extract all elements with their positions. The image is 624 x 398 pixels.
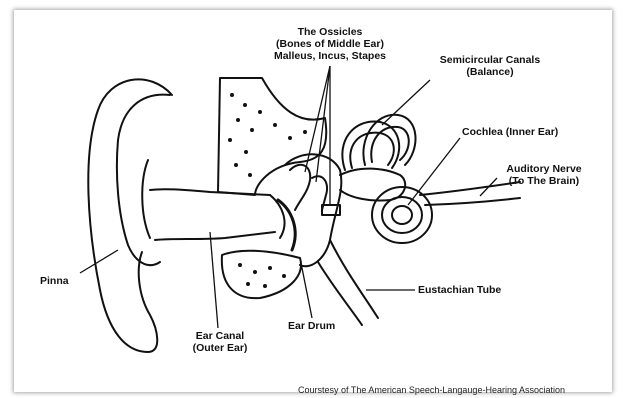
- pinna-label: Pinna: [40, 275, 69, 287]
- auditory-nerve-subtitle: (To The Brain): [494, 175, 594, 187]
- semicircular-canals-subtitle: (Balance): [430, 66, 550, 78]
- ossicles-title: The Ossicles: [270, 26, 390, 38]
- bone-texture: [228, 93, 307, 288]
- ear-drum-label: Ear Drum: [288, 320, 335, 332]
- malleus: [290, 165, 310, 210]
- auditory-nerve-title: Auditory Nerve: [494, 163, 594, 175]
- semicircular-canals-title: Semicircular Canals: [430, 54, 550, 66]
- ear-canal-title: Ear Canal: [180, 330, 260, 342]
- ear-canal-label: Ear Canal (Outer Ear): [180, 330, 260, 354]
- auditory-nerve-label: Auditory Nerve (To The Brain): [494, 163, 594, 187]
- pinna-outline: [88, 79, 172, 352]
- ossicles-label: The Ossicles (Bones of Middle Ear) Malle…: [270, 26, 390, 62]
- ossicles-subtitle-2: Malleus, Incus, Stapes: [270, 50, 390, 62]
- credit-text: Courstesy of The American Speech-Langaug…: [298, 385, 565, 395]
- eustachian-tube-label: Eustachian Tube: [418, 284, 501, 296]
- semicircular-canals-label: Semicircular Canals (Balance): [430, 54, 550, 78]
- temporal-bone-lower: [222, 251, 301, 298]
- ossicles-subtitle-1: (Bones of Middle Ear): [270, 38, 390, 50]
- cochlea-label: Cochlea (Inner Ear): [462, 126, 558, 138]
- eustachian-tube: [330, 240, 378, 318]
- ear-canal-subtitle: (Outer Ear): [180, 342, 260, 354]
